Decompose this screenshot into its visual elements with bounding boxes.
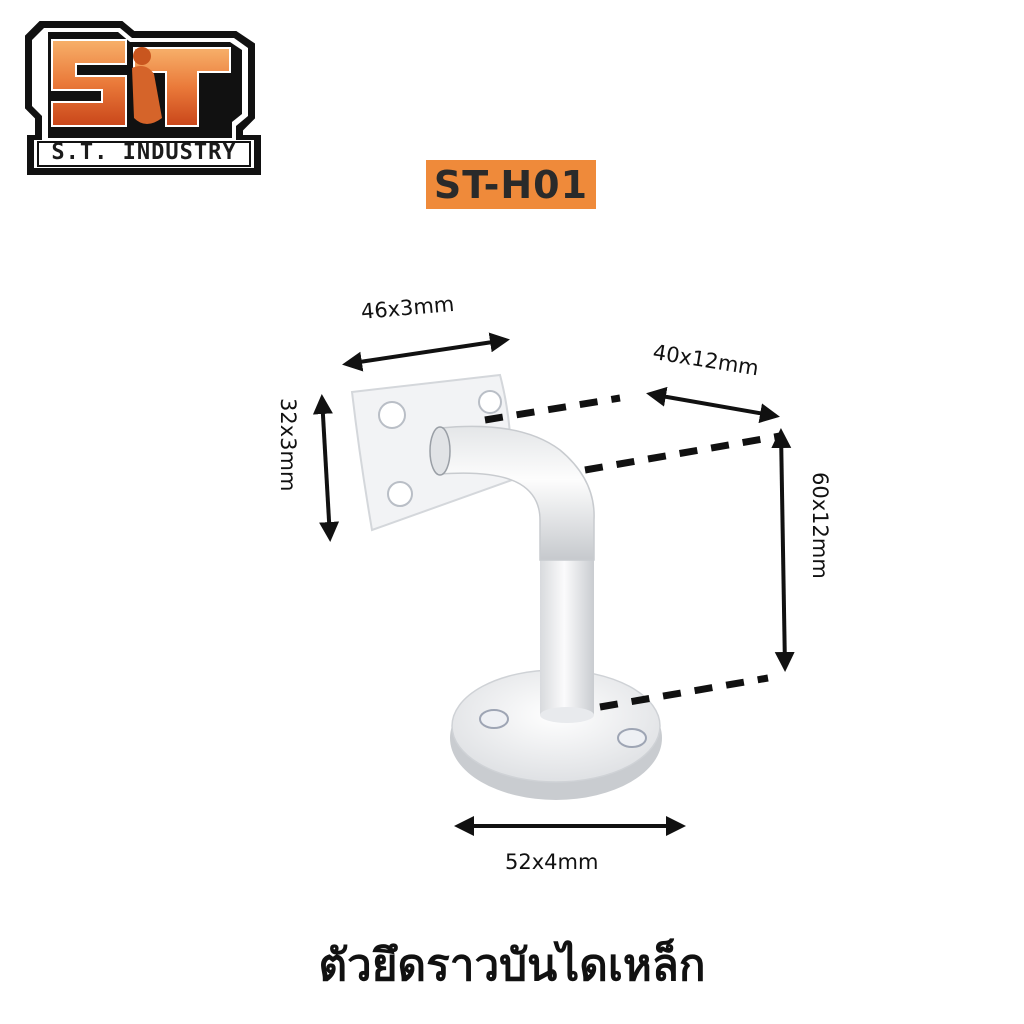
- brand-logo: [22, 18, 266, 180]
- dimension-arm-vertical: 60x12mm: [808, 472, 832, 579]
- product-title: ตัวยึดราวบันไดเหล็ก: [318, 940, 706, 991]
- logo-caption: S.T. INDUSTRY: [51, 139, 237, 165]
- dimension-base-plate: 52x4mm: [505, 850, 599, 874]
- dimension-wall-plate-height: 32x3mm: [276, 398, 300, 492]
- product-code-badge: ST-H01: [426, 160, 596, 209]
- st-logo-icon: [25, 21, 261, 175]
